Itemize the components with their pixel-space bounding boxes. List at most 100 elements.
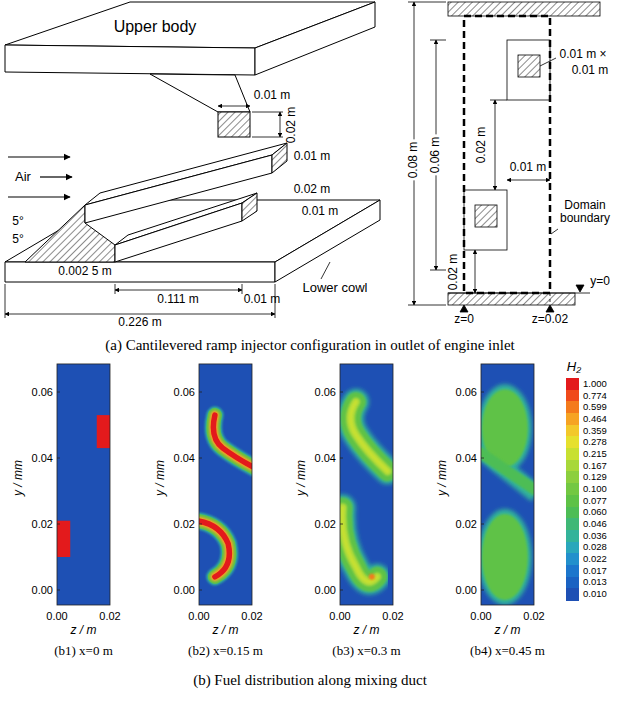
upper-body: [5, 2, 375, 137]
subplot-label: (b2) x=0.15 m: [188, 644, 263, 658]
contour-plot: [199, 364, 252, 605]
colorbar-swatch: [566, 436, 579, 448]
contour-plot: [481, 364, 534, 605]
fuel-plume: [213, 415, 252, 468]
plot-frame: [199, 364, 252, 605]
coordinate-label: z=0.02: [532, 313, 568, 326]
axis-title: y / mm: [12, 460, 25, 496]
figure-shape: [275, 200, 380, 282]
figure-shape: [475, 205, 497, 227]
dimension-label: 0.01 m ×: [559, 48, 606, 61]
colorbar-swatch: [566, 390, 579, 402]
colorbar-value: 0.599: [583, 402, 607, 412]
angle-label: 5°: [12, 215, 23, 228]
figure-shape: [507, 40, 550, 100]
axis-tick: 0.00: [32, 584, 53, 596]
axis-tick: 0.00: [174, 584, 195, 596]
tick-mark: [57, 590, 60, 591]
axis-tick: 0.04: [456, 452, 477, 464]
lower-dimensions: [5, 262, 330, 318]
figure-shape: [551, 229, 558, 234]
dimension-label: 0.226 m: [118, 316, 161, 329]
fuel-jet: [97, 415, 110, 448]
tick-mark: [481, 590, 484, 591]
fuel-contour-plots: [57, 364, 537, 605]
colorbar-value: 0.060: [583, 507, 607, 517]
figure-shape: [8, 156, 70, 157]
tick-mark: [199, 392, 202, 393]
colorbar-value: 0.278: [583, 437, 607, 447]
figure-shape: [242, 193, 257, 221]
figure-shape: [150, 74, 250, 112]
plot-frame: [481, 364, 534, 605]
axis-tick: 0.02: [382, 610, 403, 622]
figure-shape: [5, 284, 6, 318]
fuel-plume: [351, 402, 388, 471]
colorbar-value: 0.359: [583, 425, 607, 435]
figure-shape: [115, 284, 116, 294]
figure-shape: [576, 285, 584, 292]
colorbar-swatch: [566, 518, 579, 530]
figure-shape: [507, 180, 550, 181]
axis-tick: 0.02: [456, 518, 477, 530]
colorbar-swatch: [566, 471, 579, 483]
tick-mark: [481, 524, 484, 525]
colorbar-swatch: [566, 553, 579, 565]
tick-mark: [199, 458, 202, 459]
axis-tick: 0.00: [46, 610, 67, 622]
fuel-plume: [482, 514, 528, 600]
axis-tick: 0.04: [32, 452, 53, 464]
axis-title: z / m: [495, 624, 521, 637]
colorbar-value: 0.774: [583, 390, 607, 400]
fuel-plume: [351, 402, 388, 471]
axis-title: y / mm: [154, 460, 167, 496]
plot-background: [340, 364, 393, 605]
figure-shape: [495, 100, 496, 190]
axis-tick: 0.00: [315, 584, 336, 596]
fuel-core: [369, 574, 375, 580]
colorbar-value: 0.010: [583, 589, 607, 599]
axis-title: z / m: [71, 624, 97, 637]
figure-shape: [218, 106, 250, 107]
colorbar-swatch: [566, 588, 579, 600]
figure-shape: [252, 112, 283, 113]
fuel-plume: [342, 508, 377, 582]
axis-tick: 0.02: [174, 518, 195, 530]
fuel-plume: [342, 508, 377, 582]
axis-tick: 0.02: [523, 610, 544, 622]
figure-shape: [8, 196, 70, 197]
fuel-plume: [351, 402, 388, 471]
air-arrows: [8, 157, 72, 197]
axis-tick: 0.02: [241, 610, 262, 622]
axis-tick: 0.04: [315, 452, 336, 464]
colorbar-value: 0.046: [583, 519, 607, 529]
figure-shape: [5, 314, 275, 315]
fuel-jet: [57, 521, 70, 557]
tick-mark: [199, 590, 202, 591]
colorbar-swatch: [566, 401, 579, 413]
figure-shape: [448, 293, 575, 305]
fuel-plume: [199, 521, 229, 577]
part-name: Upper body: [114, 18, 197, 36]
figure-shape: [464, 16, 550, 293]
dimension-label: 0.01 m: [572, 64, 609, 77]
colorbar-value: 0.167: [583, 460, 607, 470]
fuel-plume: [213, 415, 252, 468]
colorbar-swatch: [566, 507, 579, 519]
dimension-label: 0.02 m: [475, 127, 488, 164]
colorbar-swatch: [566, 565, 579, 577]
contour-plot: [57, 364, 110, 605]
figure-shape: [5, 262, 275, 282]
colorbar-swatch: [566, 448, 579, 460]
coordinate-label: y=0: [590, 275, 610, 288]
tick-mark: [481, 392, 484, 393]
fuel-plume: [199, 521, 229, 577]
subfigure-caption: (a) Cantilevered ramp injector configura…: [105, 337, 514, 354]
tick-mark: [481, 458, 484, 459]
dimension-label: 0.02 m: [447, 254, 460, 291]
figure-shape: [242, 284, 243, 294]
figure-shape: [115, 203, 242, 262]
fuel-plume: [199, 521, 229, 577]
axis-tick: 0.02: [99, 610, 120, 622]
axis-tick: 0.00: [456, 584, 477, 596]
